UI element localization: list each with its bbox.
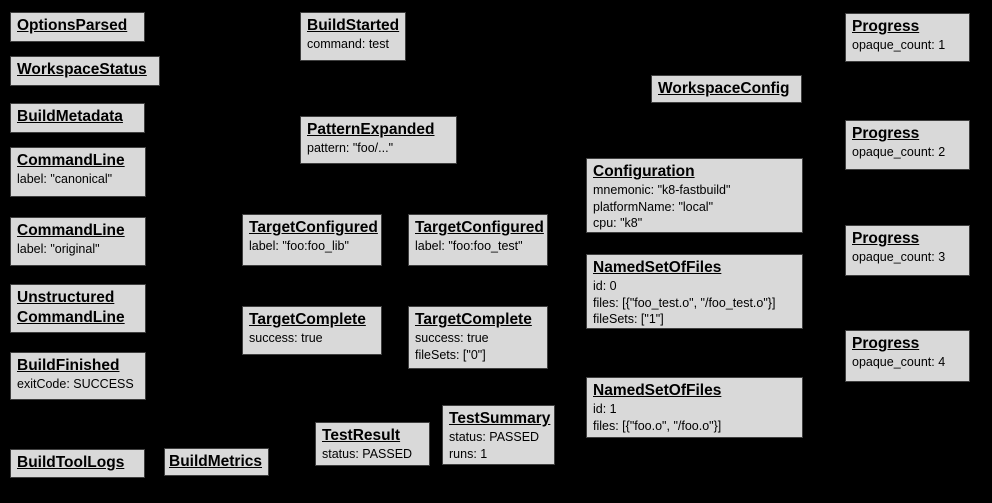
node-field: success: true bbox=[249, 331, 323, 345]
node-workspace-status: WorkspaceStatus bbox=[10, 56, 160, 86]
node-title: NamedSetOfFiles bbox=[593, 259, 722, 276]
node-title: TestResult bbox=[322, 427, 401, 444]
node-title: Configuration bbox=[593, 163, 695, 180]
node-field: label: "foo:foo_test" bbox=[415, 239, 523, 253]
node-title: BuildMetrics bbox=[169, 453, 263, 470]
node-target-complete-foo-lib: TargetComplete success: true bbox=[242, 306, 382, 355]
node-title: CommandLine bbox=[17, 152, 125, 169]
node-test-result: TestResult status: PASSED bbox=[315, 422, 430, 466]
node-title: BuildFinished bbox=[17, 357, 120, 374]
node-build-tool-logs: BuildToolLogs bbox=[10, 449, 145, 478]
node-title: Unstructured CommandLine bbox=[17, 289, 125, 326]
node-progress-1: Progress opaque_count: 1 bbox=[845, 13, 970, 62]
node-title: Progress bbox=[852, 18, 920, 35]
node-title: TargetConfigured bbox=[415, 219, 544, 236]
node-title: CommandLine bbox=[17, 222, 125, 239]
node-field: label: "canonical" bbox=[17, 172, 113, 186]
node-field: status: PASSED bbox=[449, 430, 540, 444]
node-field: platformName: "local" bbox=[593, 199, 714, 214]
node-field: mnemonic: "k8-fastbuild" bbox=[593, 183, 731, 197]
node-build-metrics: BuildMetrics bbox=[164, 448, 269, 476]
node-field: opaque_count: 3 bbox=[852, 250, 946, 264]
node-title: Progress bbox=[852, 125, 920, 142]
node-field: opaque_count: 2 bbox=[852, 145, 946, 159]
node-pattern-expanded: PatternExpanded pattern: "foo/..." bbox=[300, 116, 457, 164]
node-title: TargetComplete bbox=[415, 311, 532, 328]
node-title: WorkspaceStatus bbox=[17, 61, 147, 78]
node-field: fileSets: ["1"] bbox=[593, 312, 664, 326]
node-title: Progress bbox=[852, 335, 920, 352]
node-command-line-original: CommandLine label: "original" bbox=[10, 217, 146, 266]
node-progress-3: Progress opaque_count: 3 bbox=[845, 225, 970, 276]
node-field: success: true bbox=[415, 331, 489, 345]
node-title: WorkspaceConfig bbox=[658, 80, 790, 97]
node-options-parsed: OptionsParsed bbox=[10, 12, 145, 42]
node-progress-2: Progress opaque_count: 2 bbox=[845, 120, 970, 170]
node-configuration: Configuration mnemonic: "k8-fastbuild" p… bbox=[586, 158, 803, 233]
node-field: fileSets: ["0"] bbox=[415, 347, 486, 362]
node-target-configured-foo-test: TargetConfigured label: "foo:foo_test" bbox=[408, 214, 548, 266]
node-field: opaque_count: 4 bbox=[852, 355, 946, 369]
node-target-complete-foo-test: TargetComplete success: true fileSets: [… bbox=[408, 306, 548, 369]
node-unstructured-command-line: Unstructured CommandLine bbox=[10, 284, 146, 333]
node-field: id: 1 bbox=[593, 402, 617, 416]
node-test-summary: TestSummary status: PASSED runs: 1 bbox=[442, 405, 555, 465]
node-workspace-config: WorkspaceConfig bbox=[651, 75, 802, 103]
node-title: TargetConfigured bbox=[249, 219, 378, 236]
node-field: exitCode: SUCCESS bbox=[17, 377, 134, 391]
node-title: BuildToolLogs bbox=[17, 454, 125, 471]
node-target-configured-foo-lib: TargetConfigured label: "foo:foo_lib" bbox=[242, 214, 382, 266]
node-build-metadata: BuildMetadata bbox=[10, 103, 145, 133]
node-field: pattern: "foo/..." bbox=[307, 141, 394, 155]
node-build-finished: BuildFinished exitCode: SUCCESS bbox=[10, 352, 146, 400]
node-field: files: [{"foo.o", "/foo.o"}] bbox=[593, 418, 722, 433]
node-field: label: "foo:foo_lib" bbox=[249, 239, 349, 253]
node-title: PatternExpanded bbox=[307, 121, 435, 138]
node-title: TargetComplete bbox=[249, 311, 366, 328]
node-field: label: "original" bbox=[17, 242, 100, 256]
node-named-set-of-files-1: NamedSetOfFiles id: 1 files: [{"foo.o", … bbox=[586, 377, 803, 438]
node-named-set-of-files-0: NamedSetOfFiles id: 0 files: [{"foo_test… bbox=[586, 254, 803, 329]
node-build-started: BuildStarted command: test bbox=[300, 12, 406, 61]
node-title: Progress bbox=[852, 230, 920, 247]
node-field: runs: 1 bbox=[449, 446, 488, 461]
node-field: status: PASSED bbox=[322, 447, 413, 461]
node-field: files: [{"foo_test.o", "/foo_test.o"}] bbox=[593, 295, 776, 310]
node-title: TestSummary bbox=[449, 410, 551, 427]
node-title: OptionsParsed bbox=[17, 17, 128, 34]
node-field: cpu: "k8" bbox=[593, 216, 643, 230]
node-title: BuildStarted bbox=[307, 17, 400, 34]
node-title: NamedSetOfFiles bbox=[593, 382, 722, 399]
node-field: opaque_count: 1 bbox=[852, 38, 946, 52]
node-field: id: 0 bbox=[593, 279, 617, 293]
node-title: BuildMetadata bbox=[17, 108, 123, 125]
node-command-line-canonical: CommandLine label: "canonical" bbox=[10, 147, 146, 197]
node-progress-4: Progress opaque_count: 4 bbox=[845, 330, 970, 382]
node-field: command: test bbox=[307, 37, 389, 51]
